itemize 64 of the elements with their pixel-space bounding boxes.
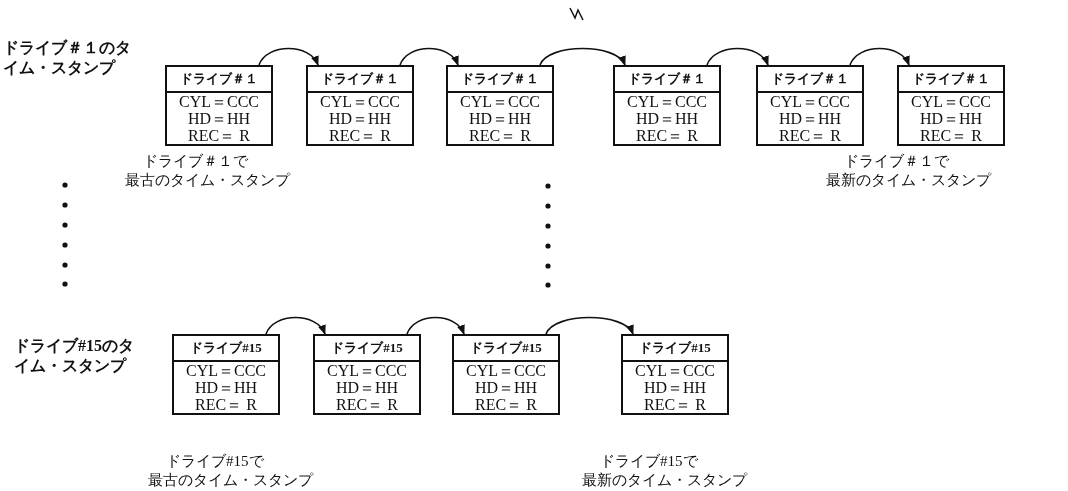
record-field: HD＝HH xyxy=(335,379,399,396)
record-field: REC＝ R xyxy=(329,127,391,144)
arrow xyxy=(399,47,459,66)
record-field: CYL＝CCC xyxy=(911,93,991,110)
record-box xyxy=(313,334,421,415)
arrow xyxy=(258,47,319,66)
record-box xyxy=(621,334,729,415)
drive-heading: ドライブ#15 xyxy=(174,336,278,362)
node-caption: ドライブ＃１で 最古のタイム・スタンプ xyxy=(125,152,290,190)
arrow xyxy=(265,316,326,335)
record-field: HD＝HH xyxy=(474,379,538,396)
arrow xyxy=(706,47,769,66)
record-field: REC＝ R xyxy=(644,396,706,413)
record-field: HD＝HH xyxy=(194,379,258,396)
record-field: CYL＝CCC xyxy=(770,93,850,110)
record-box xyxy=(172,334,280,415)
record-field: HD＝HH xyxy=(919,110,983,127)
record-field: REC＝ R xyxy=(195,396,257,413)
arrow xyxy=(849,47,910,66)
record-field: HD＝HH xyxy=(643,379,707,396)
record-box xyxy=(306,65,414,146)
record-box xyxy=(446,65,554,146)
record-field: HD＝HH xyxy=(468,110,532,127)
record-field: HD＝HH xyxy=(778,110,842,127)
record-field: REC＝ R xyxy=(336,396,398,413)
drive-heading: ドライブ#15 xyxy=(315,336,419,362)
drive-heading: ドライブ＃１ xyxy=(448,67,552,93)
record-field: REC＝ R xyxy=(636,127,698,144)
record-field: HD＝HH xyxy=(328,110,392,127)
record-box xyxy=(897,65,1005,146)
drive-heading: ドライブ＃１ xyxy=(758,67,862,93)
node-caption: ドライブ#15で 最古のタイム・スタンプ xyxy=(148,452,313,490)
record-field: CYL＝CCC xyxy=(320,93,400,110)
record-field: CYL＝CCC xyxy=(186,362,266,379)
drive-heading: ドライブ#15 xyxy=(623,336,727,362)
arrow xyxy=(545,316,634,335)
record-field: HD＝HH xyxy=(187,110,251,127)
record-field: REC＝ R xyxy=(469,127,531,144)
drive-heading: ドライブ#15 xyxy=(454,336,558,362)
record-field: CYL＝CCC xyxy=(635,362,715,379)
node-caption: ドライブ#15で 最新のタイム・スタンプ xyxy=(582,452,747,490)
drive-heading: ドライブ＃１ xyxy=(615,67,719,93)
drive-heading: ドライブ＃１ xyxy=(167,67,271,93)
record-box xyxy=(452,334,560,415)
record-field: CYL＝CCC xyxy=(466,362,546,379)
record-field: REC＝ R xyxy=(475,396,537,413)
row-label: ドライブ#15のタイム・スタンプ xyxy=(14,336,135,376)
node-caption: ドライブ＃１で 最新のタイム・スタンプ xyxy=(826,152,991,190)
drive-heading: ドライブ＃１ xyxy=(899,67,1003,93)
record-field: CYL＝CCC xyxy=(179,93,259,110)
record-field: REC＝ R xyxy=(188,127,250,144)
record-field: REC＝ R xyxy=(779,127,841,144)
record-field: CYL＝CCC xyxy=(627,93,707,110)
record-field: HD＝HH xyxy=(635,110,699,127)
record-box xyxy=(756,65,864,146)
record-box xyxy=(613,65,721,146)
record-field: CYL＝CCC xyxy=(460,93,540,110)
record-box xyxy=(165,65,273,146)
record-field: CYL＝CCC xyxy=(327,362,407,379)
drive-heading: ドライブ＃１ xyxy=(308,67,412,93)
arrow xyxy=(406,316,465,335)
row-label: ドライブ＃１のタイム・スタンプ xyxy=(3,38,132,78)
arrow xyxy=(539,47,626,66)
record-field: REC＝ R xyxy=(920,127,982,144)
